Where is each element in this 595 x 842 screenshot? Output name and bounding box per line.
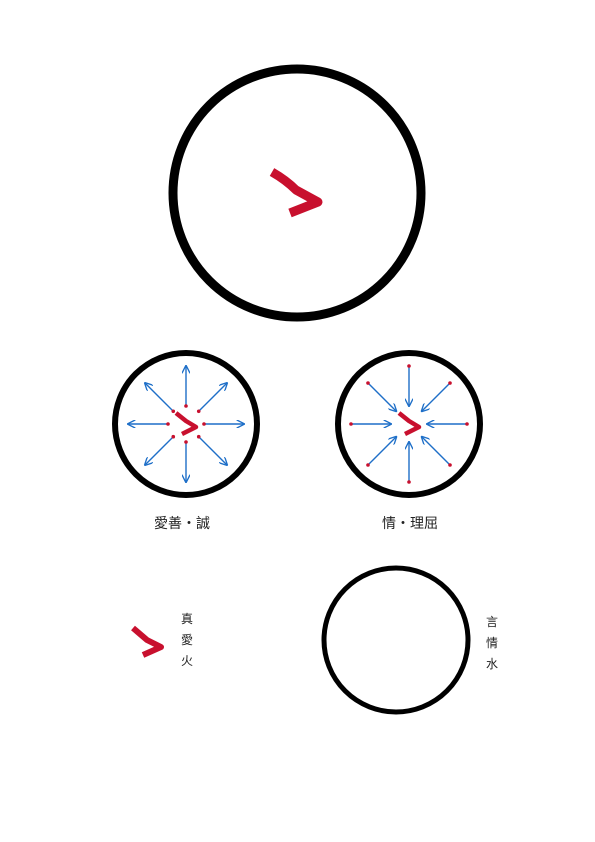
inward-arrow (422, 382, 451, 411)
right-vertical-char-2: 情 (486, 636, 498, 650)
inward-arrow-origin-dot (366, 381, 370, 385)
outward-arrow-origin-dot (184, 404, 188, 408)
main-circle (168, 64, 426, 322)
outward-arrow-origin-dot (184, 440, 188, 444)
outward-arrow (198, 383, 227, 412)
outward-caption: 愛善・誠 (154, 516, 210, 532)
inward-arrow-origin-dot (448, 463, 452, 467)
outward-red-mark (174, 411, 199, 437)
outward-arrow-group (128, 366, 244, 482)
inward-arrow-origin-dot (349, 422, 353, 426)
inward-arrow-group (349, 364, 469, 484)
outward-arrow (145, 436, 174, 465)
left-vertical-char-3: 火 (181, 654, 193, 668)
outward-arrow (198, 436, 227, 465)
left-vertical-char-1: 真 (181, 612, 193, 626)
left-vertical-char-2: 愛 (181, 633, 193, 647)
inward-arrow-origin-dot (407, 480, 411, 484)
right-vertical-char-3: 水 (486, 657, 498, 671)
outward-arrow-origin-dot (202, 422, 206, 426)
inward-arrow (367, 382, 396, 411)
inward-red-mark (397, 411, 422, 437)
fire-red-mark (131, 625, 164, 658)
inward-arrow-origin-dot (407, 364, 411, 368)
outward-arrow-origin-dot (171, 434, 176, 439)
outward-arrow-origin-dot (171, 409, 176, 414)
outward-circle (112, 350, 260, 498)
outward-arrow-origin-dot (166, 422, 170, 426)
inward-arrow (422, 437, 451, 466)
main-red-mark (269, 168, 323, 218)
inward-arrow-origin-dot (366, 463, 370, 467)
inward-caption: 情・理屈 (382, 516, 438, 532)
inward-arrow-origin-dot (465, 422, 469, 426)
inward-circle (335, 350, 483, 498)
outward-arrow-origin-dot (196, 434, 201, 439)
water-circle (321, 565, 471, 715)
inward-arrow-origin-dot (448, 381, 452, 385)
right-vertical-char-1: 言 (486, 615, 498, 629)
outward-arrow (145, 383, 174, 412)
inward-arrow (367, 437, 396, 466)
outward-arrow-origin-dot (196, 409, 201, 414)
